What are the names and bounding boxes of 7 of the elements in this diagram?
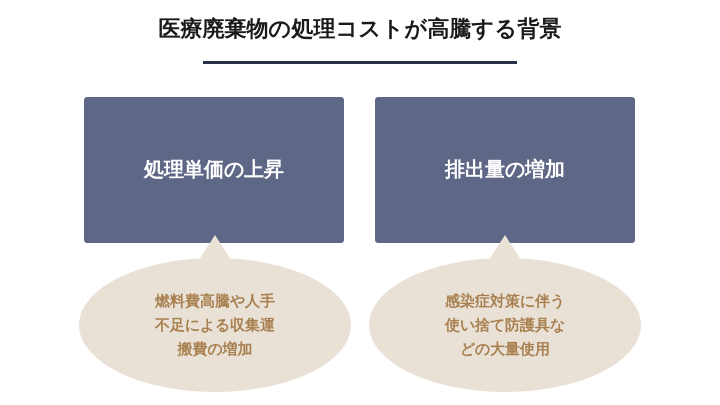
category-box [375,97,635,243]
category-box [84,97,344,243]
box-heading: 処理単価の上昇 [144,158,284,183]
box-heading: 排出量の増加 [445,157,565,183]
bubble-text: 燃料費高騰や人手不足による収集運搬費の増加 [154,292,276,360]
title: 医療廃棄物の処理コストが高騰する背景 [158,15,562,43]
bubble-text: 感染症対策に伴う使い捨て防護具などの大量使用 [444,292,566,360]
